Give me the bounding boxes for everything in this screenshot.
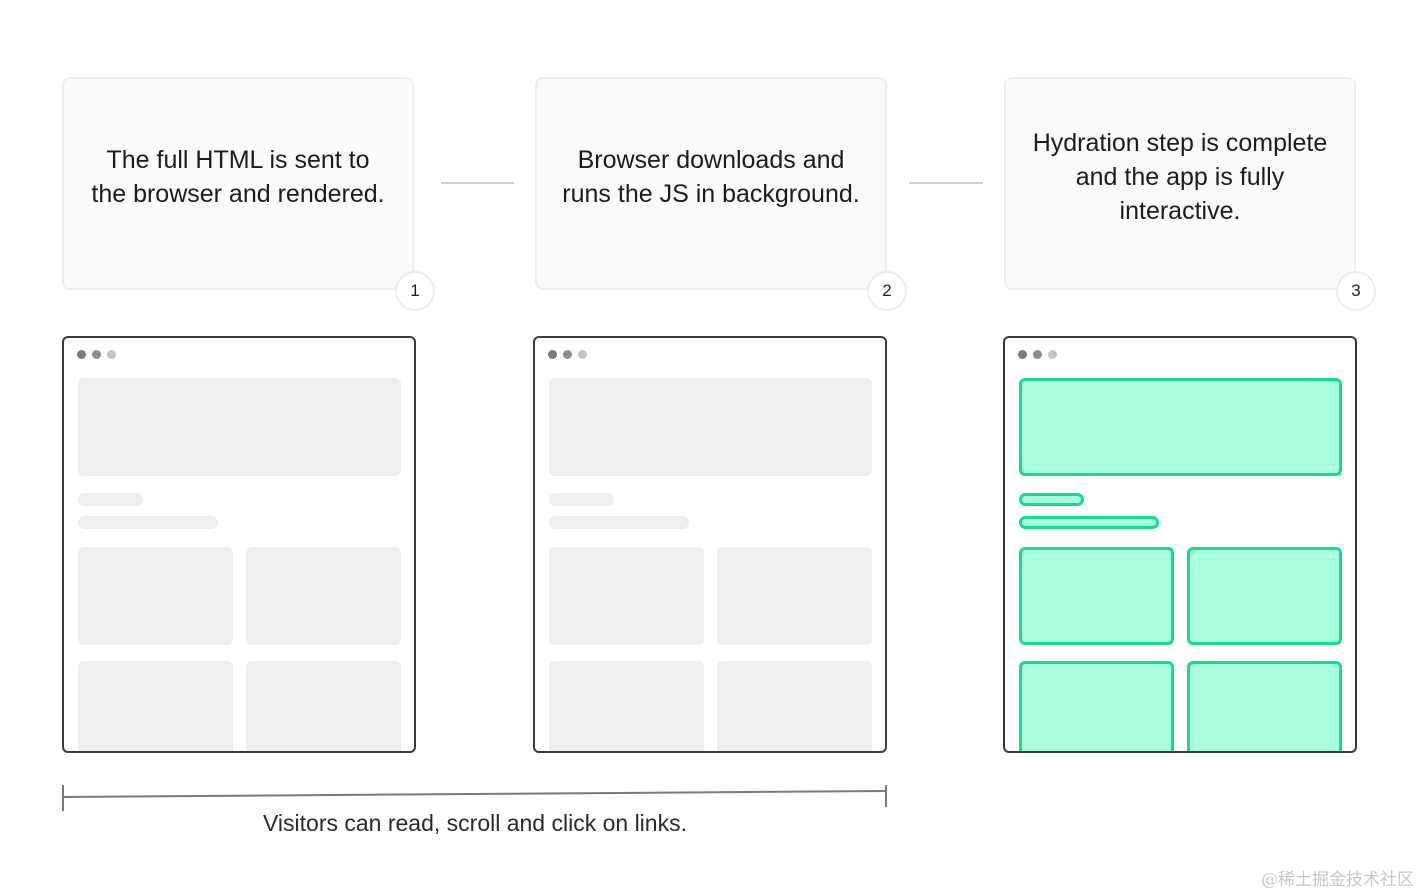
window-dot-icon: [548, 350, 557, 359]
step-1-number-badge: 1: [395, 271, 435, 311]
step-2-number-badge: 2: [867, 271, 907, 311]
hero-placeholder: [78, 378, 401, 476]
card-placeholder: [78, 547, 233, 645]
browser-window-hydrated: [1003, 336, 1357, 753]
text-line-interactive: [1019, 493, 1084, 506]
watermark-text: @稀土掘金技术社区: [1261, 870, 1414, 890]
step-1-text: The full HTML is sent to the browser and…: [91, 145, 385, 208]
text-line-interactive: [1019, 516, 1159, 529]
window-dot-icon: [1018, 350, 1027, 359]
card-placeholder: [549, 547, 704, 645]
step-card-3: Hydration step is complete and the app i…: [1004, 77, 1356, 290]
window-dot-icon: [563, 350, 572, 359]
text-line-placeholder: [549, 493, 614, 506]
text-line-placeholder: [549, 516, 689, 529]
card-interactive: [1187, 547, 1342, 645]
card-placeholder: [78, 661, 233, 751]
step-2-text: Browser downloads and runs the JS in bac…: [562, 145, 860, 208]
window-dot-icon: [107, 350, 116, 359]
span-bracket: [62, 785, 887, 811]
step-3-number-badge: 3: [1336, 271, 1376, 311]
bracket-caption: Visitors can read, scroll and click on l…: [263, 810, 687, 836]
window-controls-icon: [548, 350, 587, 359]
hero-placeholder: [549, 378, 872, 476]
card-interactive: [1019, 547, 1174, 645]
step-card-2: Browser downloads and runs the JS in bac…: [535, 77, 887, 290]
window-dot-icon: [92, 350, 101, 359]
connector-line-2-3: [909, 182, 983, 184]
card-placeholder: [717, 547, 872, 645]
card-interactive: [1187, 661, 1342, 751]
window-controls-icon: [77, 350, 116, 359]
window-controls-icon: [1018, 350, 1057, 359]
hero-block-interactive: [1019, 378, 1342, 476]
card-placeholder: [717, 661, 872, 751]
text-line-placeholder: [78, 493, 143, 506]
browser-window-loading: [533, 336, 887, 753]
card-placeholder: [246, 661, 401, 751]
step-3-text: Hydration step is complete and the app i…: [1032, 128, 1328, 225]
card-interactive: [1019, 661, 1174, 751]
card-placeholder: [246, 547, 401, 645]
browser-window-rendered: [62, 336, 416, 753]
connector-line-1-2: [441, 182, 514, 184]
card-placeholder: [549, 661, 704, 751]
window-dot-icon: [1033, 350, 1042, 359]
text-line-placeholder: [78, 516, 218, 529]
window-dot-icon: [578, 350, 587, 359]
step-card-1: The full HTML is sent to the browser and…: [62, 77, 414, 290]
window-dot-icon: [77, 350, 86, 359]
window-dot-icon: [1048, 350, 1057, 359]
